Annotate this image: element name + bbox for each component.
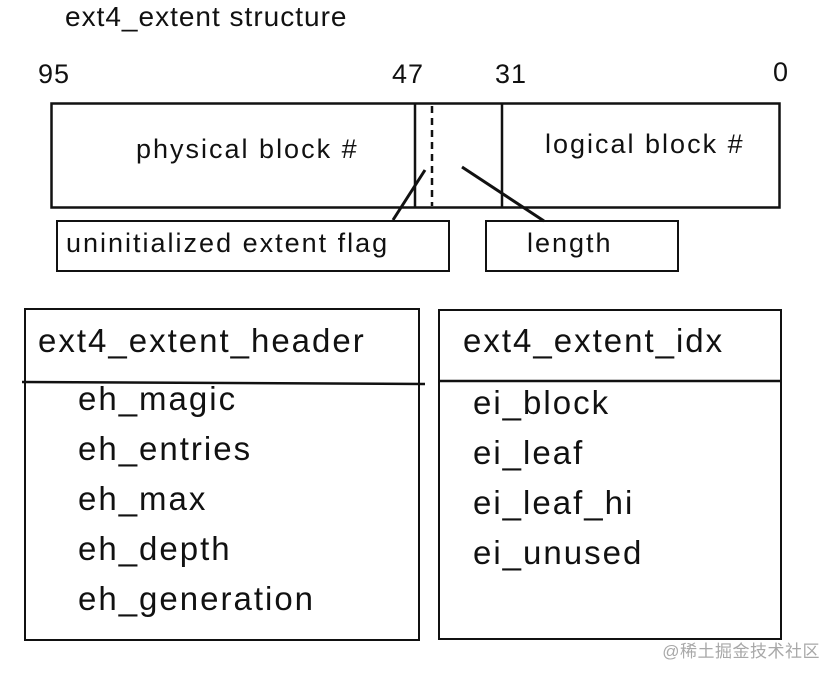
header-member-eh-magic: eh_magic (78, 380, 238, 417)
logical-block-label: logical block # (545, 129, 745, 159)
flag-label: uninitialized extent flag (66, 228, 390, 258)
watermark: @稀土掘金技术社区 (662, 642, 820, 661)
header-member-eh-depth: eh_depth (78, 530, 232, 567)
flag-connector-line (391, 169, 427, 221)
header-member-eh-entries: eh_entries (78, 430, 253, 467)
header-member-eh-max: eh_max (78, 480, 208, 517)
length-label-box (485, 220, 679, 272)
header-member-eh-generation: eh_generation (78, 580, 316, 617)
diagram-title: ext4_extent structure (65, 1, 348, 32)
idx-member-ei-unused: ei_unused (473, 534, 644, 571)
length-connector-line (461, 165, 545, 223)
extent-idx-box (438, 309, 782, 640)
flag-label-box (56, 220, 450, 272)
idx-member-ei-leaf-hi: ei_leaf_hi (473, 484, 635, 521)
idx-member-ei-block: ei_block (473, 384, 611, 421)
extent-header-title: ext4_extent_header (38, 322, 366, 359)
bit-label-0: 0 (773, 57, 790, 87)
bit-label-31: 31 (495, 59, 528, 89)
physical-block-label: physical block # (136, 134, 359, 164)
bit-label-47: 47 (392, 59, 425, 89)
bit-label-95: 95 (38, 59, 71, 89)
length-label: length (527, 228, 613, 258)
extent-idx-title: ext4_extent_idx (463, 322, 725, 359)
idx-member-ei-leaf: ei_leaf (473, 434, 585, 471)
extent-header-box (24, 308, 420, 641)
